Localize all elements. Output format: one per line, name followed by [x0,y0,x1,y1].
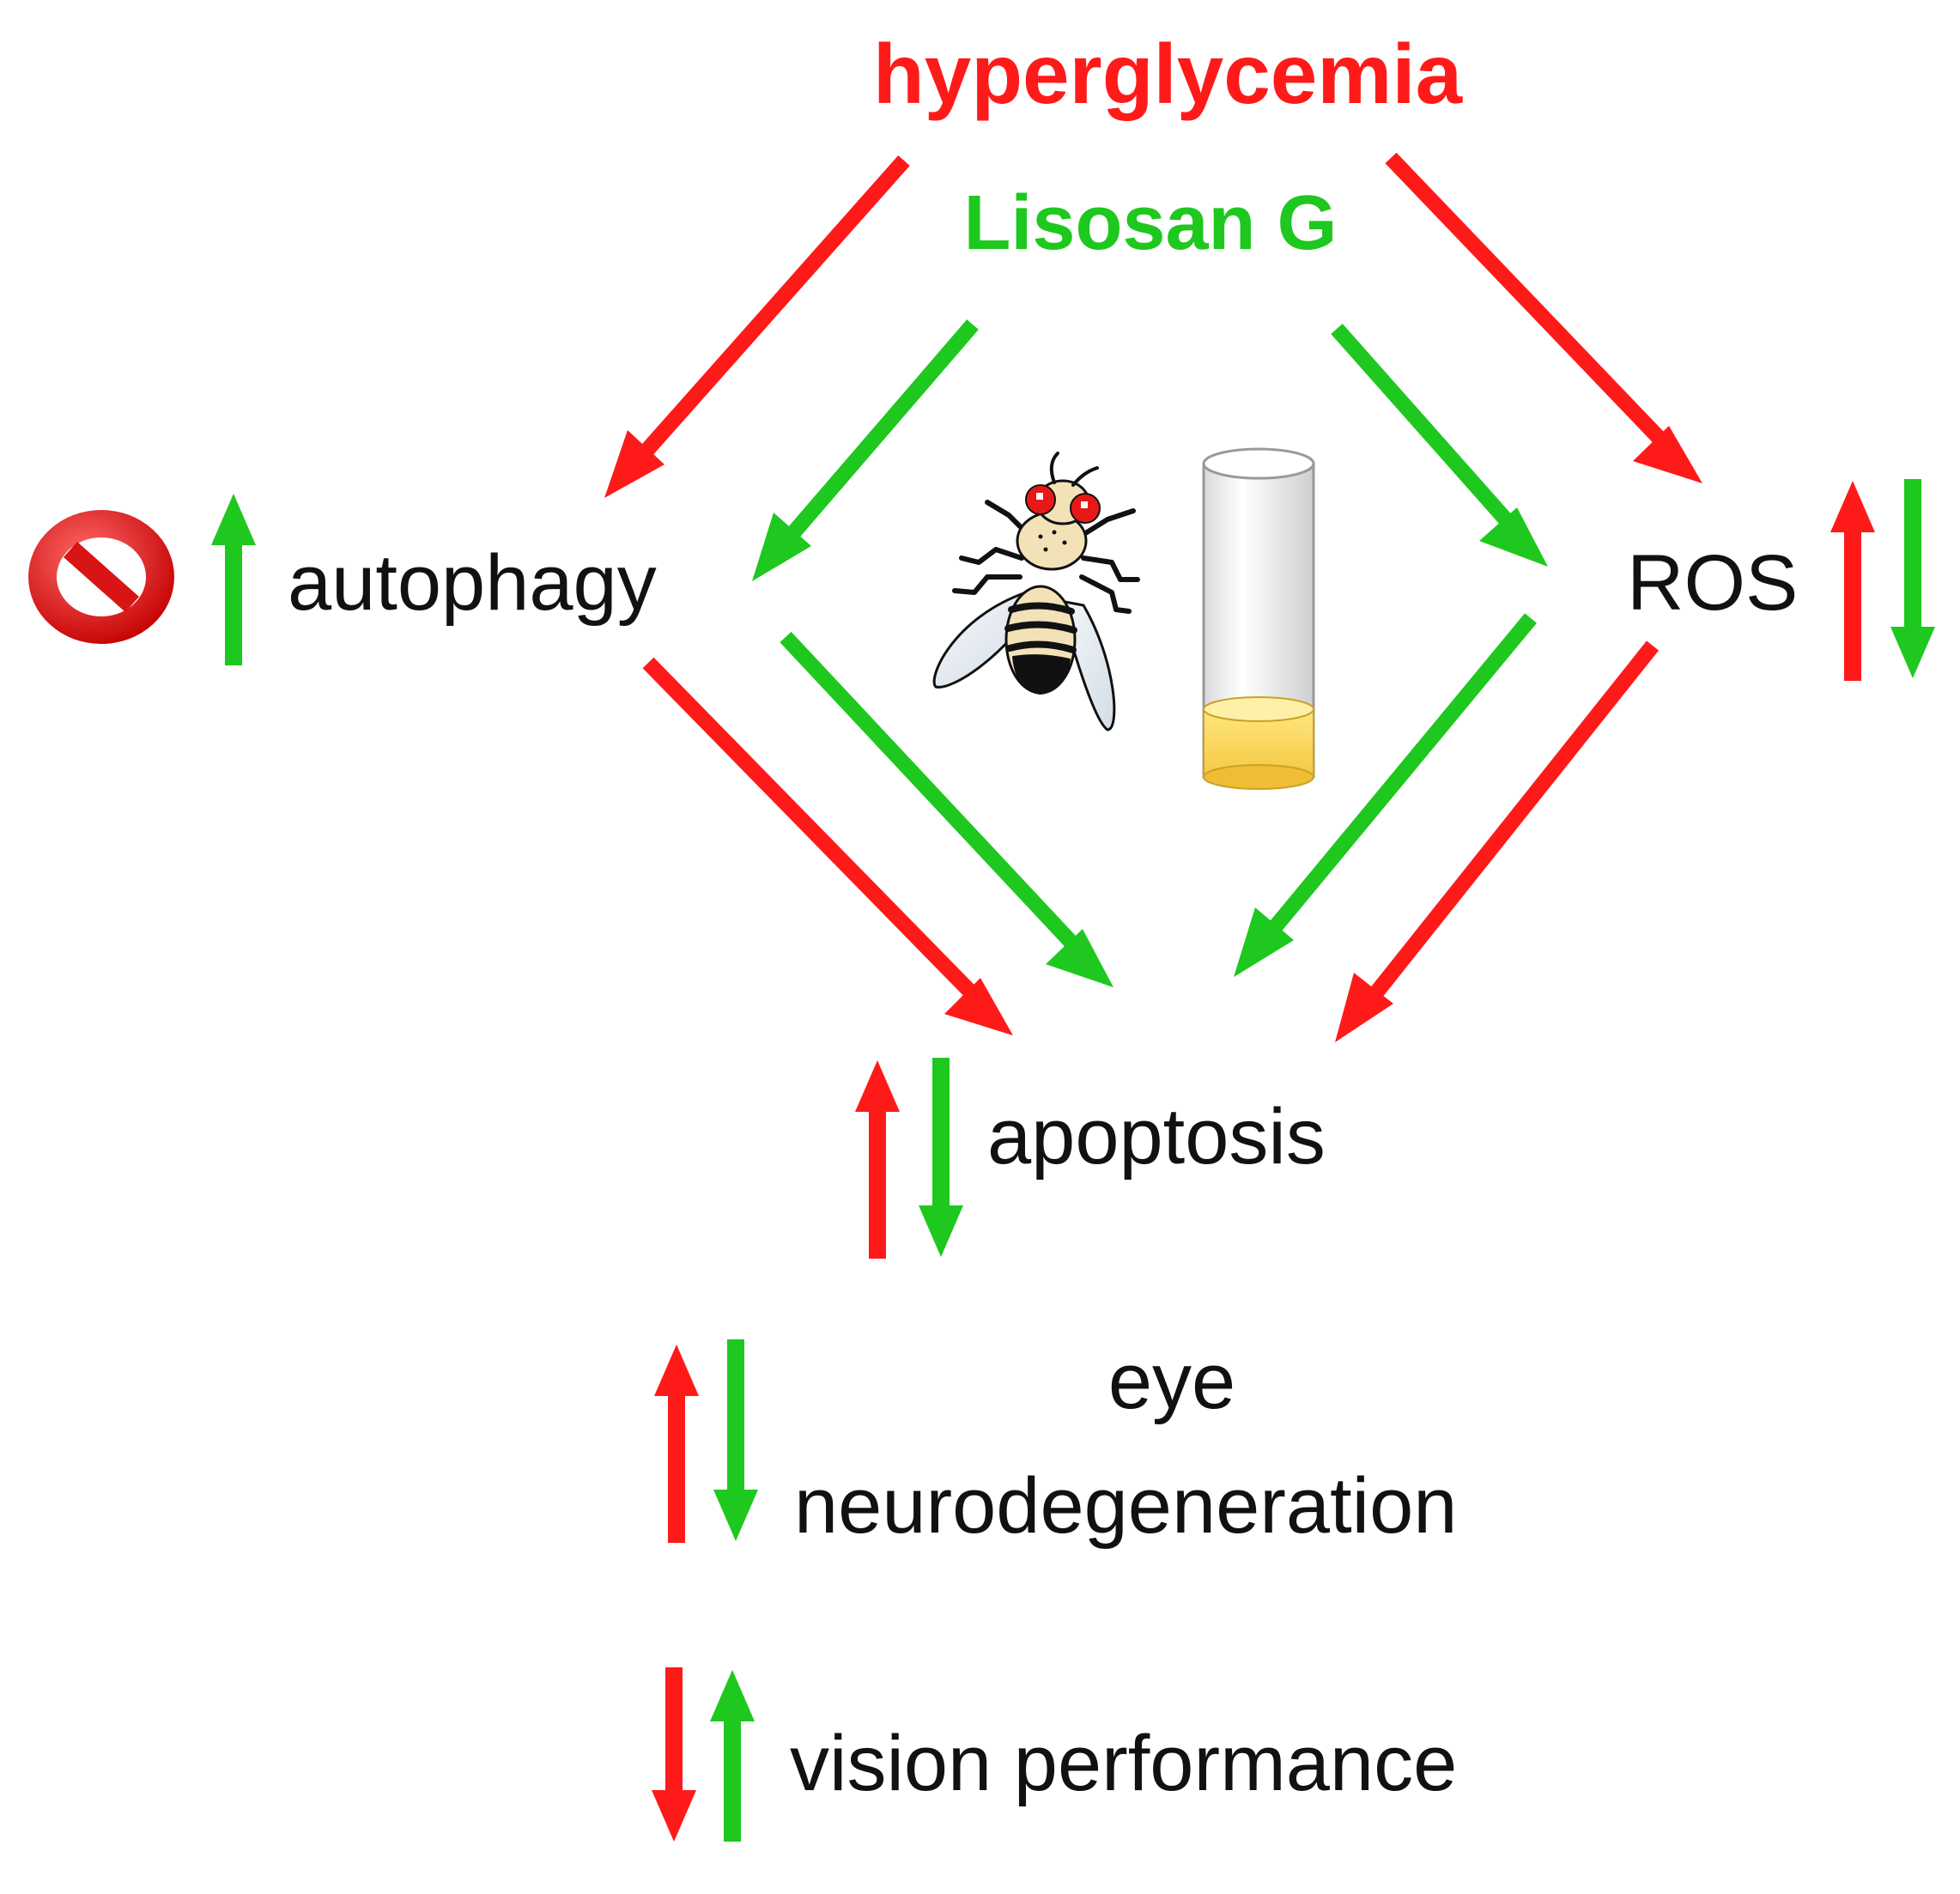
arrow-hyperglycemia-to-autophagy [604,155,910,498]
culture-vial-icon [1202,447,1315,790]
autophagy-up-arrow-icon [211,494,256,665]
apoptosis-label: apoptosis [987,1093,1326,1181]
autophagy-label: autophagy [288,539,657,627]
lisosan-g-label: Lisosan G [963,180,1337,266]
ros-down-arrow-icon [1890,479,1935,678]
neurodegeneration-label: neurodegeneration [794,1462,1457,1550]
arrow-ros-to-apoptosis-red [1335,640,1660,1042]
hyperglycemia-label: hyperglycemia [873,27,1464,121]
ros-up-arrow-icon [1830,481,1875,681]
vision-up-arrow-icon [710,1670,755,1842]
apoptosis-up-arrow-icon [855,1060,900,1259]
neurodegeneration-up-arrow-icon [654,1345,699,1543]
arrow-autophagy-to-apoptosis-green [780,631,1113,987]
arrow-hyperglycemia-to-ros [1385,152,1702,483]
ros-label: ROS [1627,539,1798,627]
arrow-lisosan-to-ros [1331,324,1548,567]
vision-performance-label: vision performance [790,1720,1457,1807]
apoptosis-down-arrow-icon [919,1058,963,1257]
neurodegeneration-down-arrow-icon [713,1339,758,1541]
drosophila-fly-icon [932,452,1140,731]
arrow-ros-to-apoptosis-green [1234,613,1537,977]
arrow-autophagy-to-apoptosis-red [642,657,1013,1035]
eye-label: eye [1108,1338,1235,1425]
arrow-lisosan-to-autophagy [752,319,979,581]
vision-down-arrow-icon [652,1667,696,1842]
prohibition-icon [28,510,174,644]
